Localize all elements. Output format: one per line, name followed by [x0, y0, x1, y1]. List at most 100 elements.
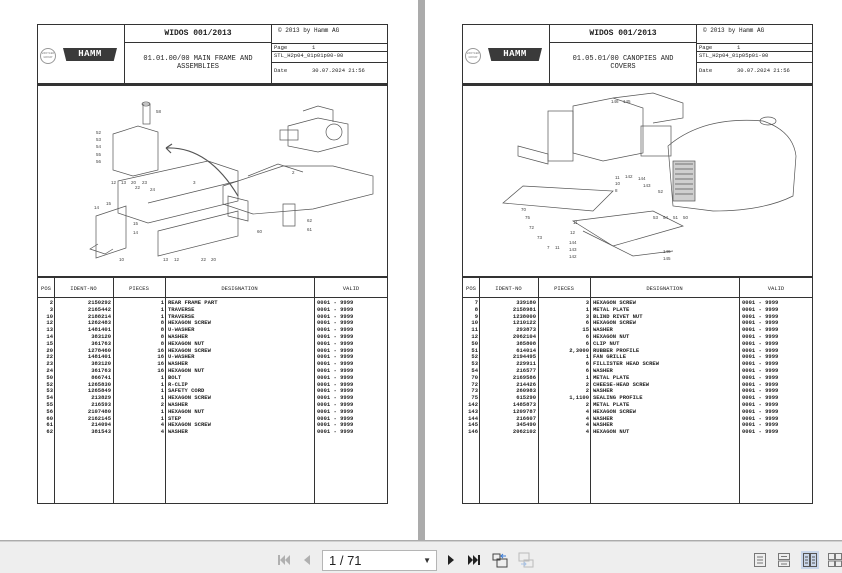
- pos-cell: 53: [471, 360, 478, 368]
- previous-page-button[interactable]: [299, 552, 315, 568]
- pieces-cell: 3: [585, 312, 589, 320]
- pos-cell: 70: [471, 373, 478, 381]
- svg-text:144: 144: [638, 176, 646, 181]
- first-page-button[interactable]: [276, 552, 292, 568]
- two-page-view-button[interactable]: [801, 551, 819, 569]
- pieces-cell: 6: [585, 332, 589, 340]
- last-page-button[interactable]: [466, 552, 482, 568]
- pieces-cell: 2: [585, 387, 589, 395]
- svg-text:58: 58: [156, 109, 162, 114]
- continuous-view-button[interactable]: [775, 551, 793, 569]
- pieces-cell: 4: [585, 414, 589, 422]
- ident-no-cell: 2165442: [87, 305, 111, 313]
- pos-cell: 2: [49, 299, 53, 306]
- designation-cell: HEXAGON SCREW: [168, 346, 211, 354]
- continuous-icon: [778, 553, 790, 567]
- valid-cell: 0001 - 9999: [742, 387, 779, 395]
- pieces-cell: 16: [157, 353, 164, 361]
- designation-cell: SAFETY CORD: [168, 387, 205, 395]
- ident-no-cell: 383120: [91, 332, 111, 340]
- svg-text:11: 11: [573, 220, 578, 225]
- pieces-cell: 16: [157, 346, 164, 354]
- pos-cell: 73: [471, 387, 478, 395]
- single-page-view-button[interactable]: [751, 551, 769, 569]
- page-number-input[interactable]: 1 / 71 ▼: [322, 550, 437, 571]
- pos-cell: 52: [46, 380, 53, 388]
- previous-view-button[interactable]: [492, 552, 508, 568]
- svg-text:60: 60: [257, 229, 263, 234]
- designation-cell: TRAVERSE: [168, 312, 195, 320]
- first-page-icon: [278, 555, 290, 565]
- designation-cell: HEXAGON SCREW: [168, 394, 211, 402]
- pieces-cell: 1: [160, 312, 164, 320]
- svg-text:13: 13: [163, 257, 169, 262]
- valid-cell: 0001 - 9999: [742, 312, 779, 320]
- valid-cell: 0001 - 9999: [317, 414, 354, 422]
- previous-page-icon: [304, 555, 310, 565]
- document-viewport[interactable]: WIRTGEN GROUP HAMM WIDOS 001/2013 © 2013…: [0, 0, 842, 541]
- designation-cell: HEXAGON NUT: [593, 332, 630, 340]
- ident-no-cell: 361763: [91, 339, 111, 347]
- designation-cell: SEALING PROFILE: [593, 394, 643, 402]
- designation-cell: CLIP NUT: [593, 339, 620, 347]
- valid-cell: 0001 - 9999: [742, 421, 779, 429]
- table-header: POS IDENT-NO PIECES DESIGNATION VALID: [38, 278, 387, 298]
- pieces-cell: 2,3000: [569, 346, 589, 354]
- ident-no-cell: 2188214: [87, 312, 111, 320]
- pieces-cell: 1: [160, 299, 164, 306]
- next-page-icon: [448, 555, 454, 565]
- pos-cell: 10: [471, 319, 478, 327]
- two-page-continuous-view-button[interactable]: [826, 551, 842, 569]
- svg-text:12: 12: [174, 257, 180, 262]
- valid-cell: 0001 - 9999: [742, 380, 779, 388]
- valid-cell: 0001 - 9999: [317, 299, 354, 306]
- column-header-valid: VALID: [767, 285, 785, 292]
- valid-cell: 0001 - 9999: [742, 353, 779, 361]
- svg-text:53: 53: [96, 137, 102, 142]
- ident-no-cell: 1210122: [512, 319, 536, 327]
- designation-cell: CHEESE-HEAD SCREW: [593, 380, 650, 388]
- ident-no-cell: 229911: [516, 360, 536, 368]
- pos-cell: 50: [471, 339, 478, 347]
- valid-cell: 0001 - 9999: [317, 373, 354, 381]
- pieces-cell: 6: [585, 319, 589, 327]
- pos-cell: 12: [46, 319, 53, 327]
- svg-text:22: 22: [135, 185, 141, 190]
- valid-cell: 0001 - 9999: [317, 380, 354, 388]
- pdf-page-right: WIRTGEN GROUP HAMM WIDOS 001/2013 © 2013…: [425, 0, 842, 540]
- svg-text:72: 72: [529, 225, 535, 230]
- designation-cell: HEXAGON SCREW: [593, 319, 636, 327]
- chevron-down-icon[interactable]: ▼: [423, 556, 431, 565]
- section-description-line1: 01.01.00/00 MAIN FRAME AND: [143, 55, 253, 63]
- date-value: 30.07.2024 21:56: [312, 67, 365, 74]
- pos-cell: 22: [46, 353, 53, 361]
- next-page-button[interactable]: [443, 552, 459, 568]
- svg-text:14: 14: [94, 205, 100, 210]
- next-view-button[interactable]: [518, 552, 534, 568]
- svg-text:12: 12: [570, 230, 576, 235]
- column-header-ident: IDENT-NO: [495, 285, 522, 292]
- doc-code-row: STL_H2p04_01p05p01-00: [697, 52, 812, 63]
- section-description-line2: ASSEMBLIES: [176, 63, 219, 71]
- pos-cell: 13: [46, 326, 53, 334]
- ident-no-cell: 214426: [516, 380, 536, 388]
- ident-no-cell: 385808: [516, 339, 536, 347]
- svg-text:75: 75: [525, 215, 531, 220]
- pos-cell: 144: [468, 414, 478, 422]
- svg-text:142: 142: [569, 254, 577, 259]
- svg-text:52: 52: [658, 189, 664, 194]
- svg-text:3: 3: [193, 180, 196, 185]
- pieces-cell: 1: [160, 407, 164, 415]
